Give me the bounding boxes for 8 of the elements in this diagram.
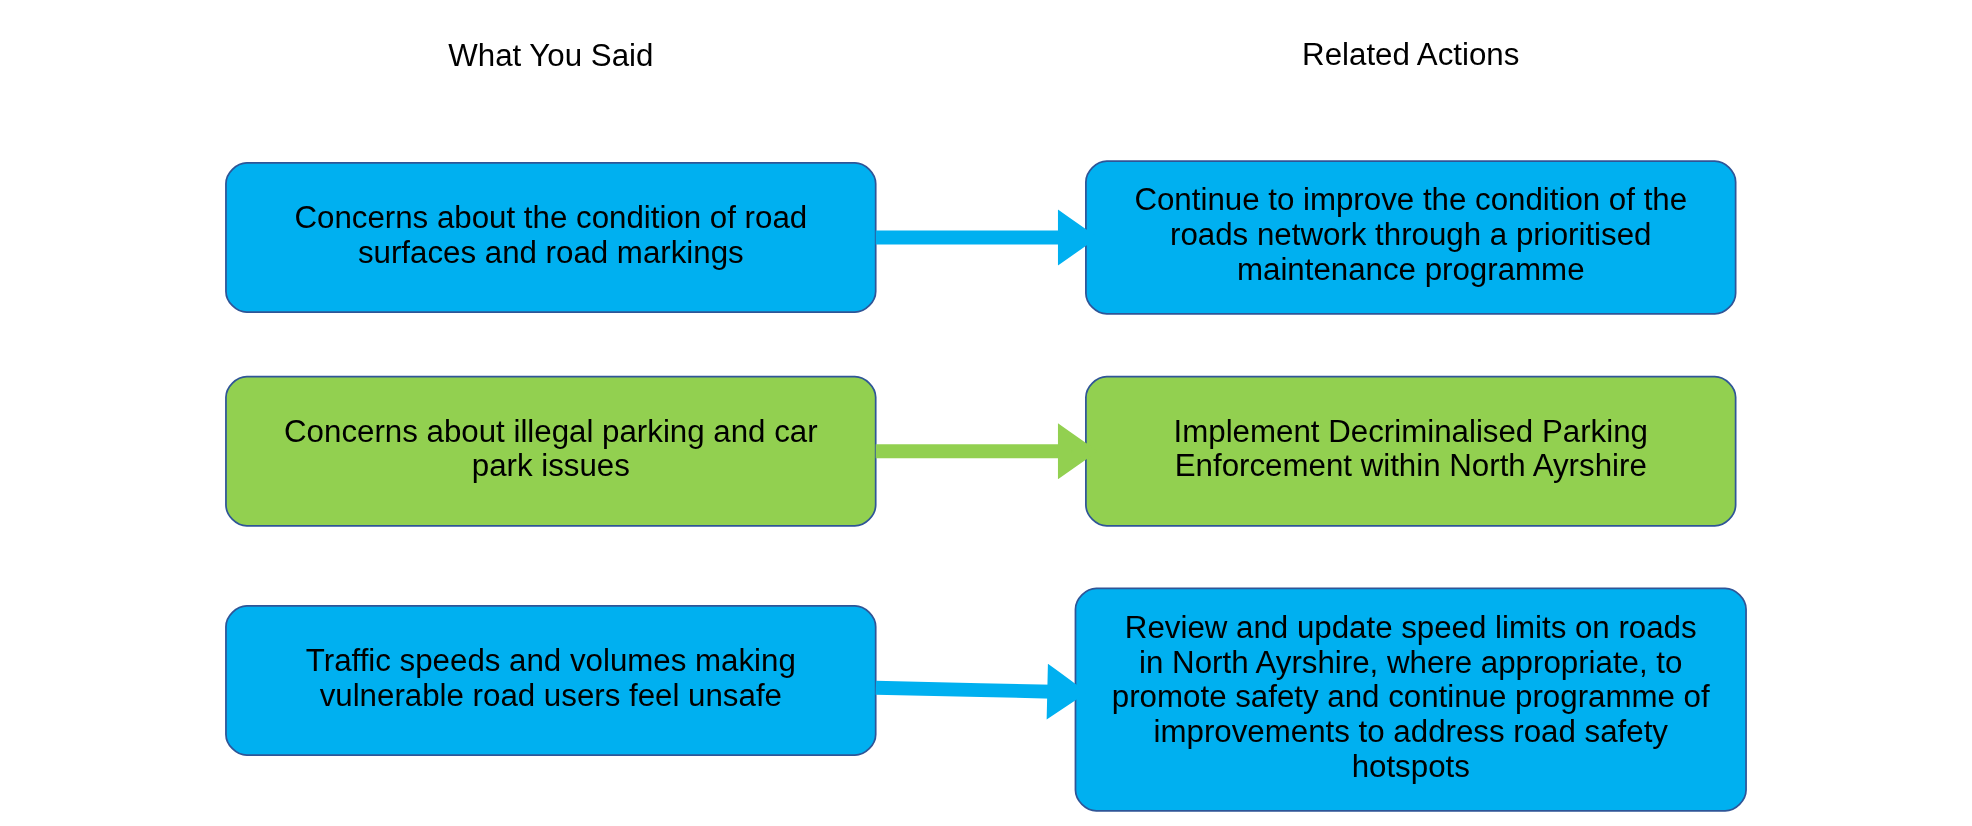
node-box: Concerns about illegal parking and car park issues (225, 375, 877, 527)
node-box: Traffic speeds and volumes making vulnerable road users feel unsafe (225, 604, 877, 757)
label: What You Said (448, 38, 654, 74)
node-box: Review and update speed limits on roads in North Ayrshire, where appropriate, to promote safety and continue programme of improvements to address road safety hotspots (1074, 587, 1747, 812)
node-box: Implement Decriminalised Parking Enforcement within North Ayrshire (1085, 375, 1737, 527)
label: Related Actions (1302, 36, 1520, 72)
node-box: Concerns about the condition of road surfaces and road markings (225, 161, 877, 314)
node-box: Continue to improve the condition of the roads network through a prioritised maintenance programme (1085, 160, 1737, 315)
